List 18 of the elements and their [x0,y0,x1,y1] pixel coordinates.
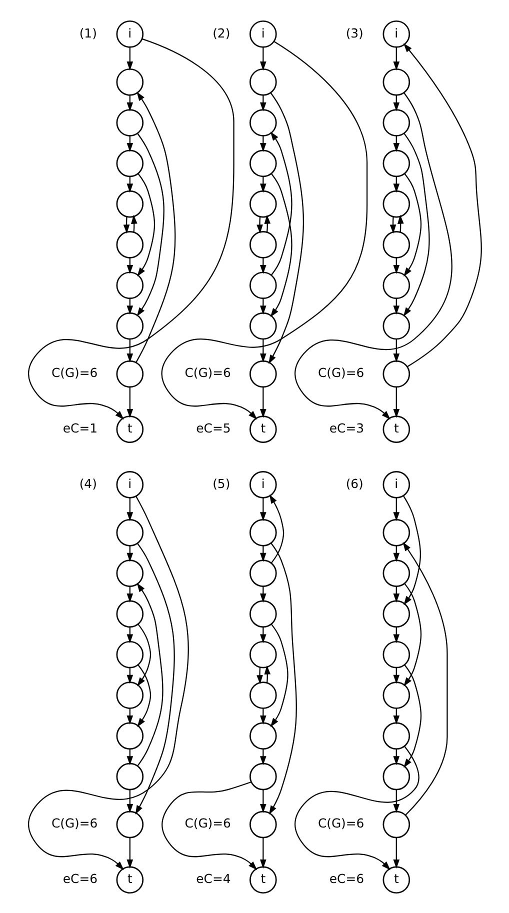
label: (6) [345,475,363,490]
label: C(G)=6 [184,364,230,380]
label: C(G)=6 [184,815,230,830]
label: C(G)=6 [317,364,364,380]
label: C(G)=6 [50,364,98,380]
label: eC=6 [328,870,364,886]
label: eC=4 [196,870,230,886]
label: (5) [212,475,230,490]
label: eC=3 [328,420,364,435]
label: eC=5 [196,420,230,435]
label: C(G)=6 [317,815,364,830]
label: (2) [212,24,230,40]
label: (4) [78,475,96,490]
label: (3) [345,24,363,40]
label: (1) [78,24,96,40]
label: eC=1 [62,420,98,435]
label: eC=6 [62,870,98,886]
label: C(G)=6 [50,815,98,830]
